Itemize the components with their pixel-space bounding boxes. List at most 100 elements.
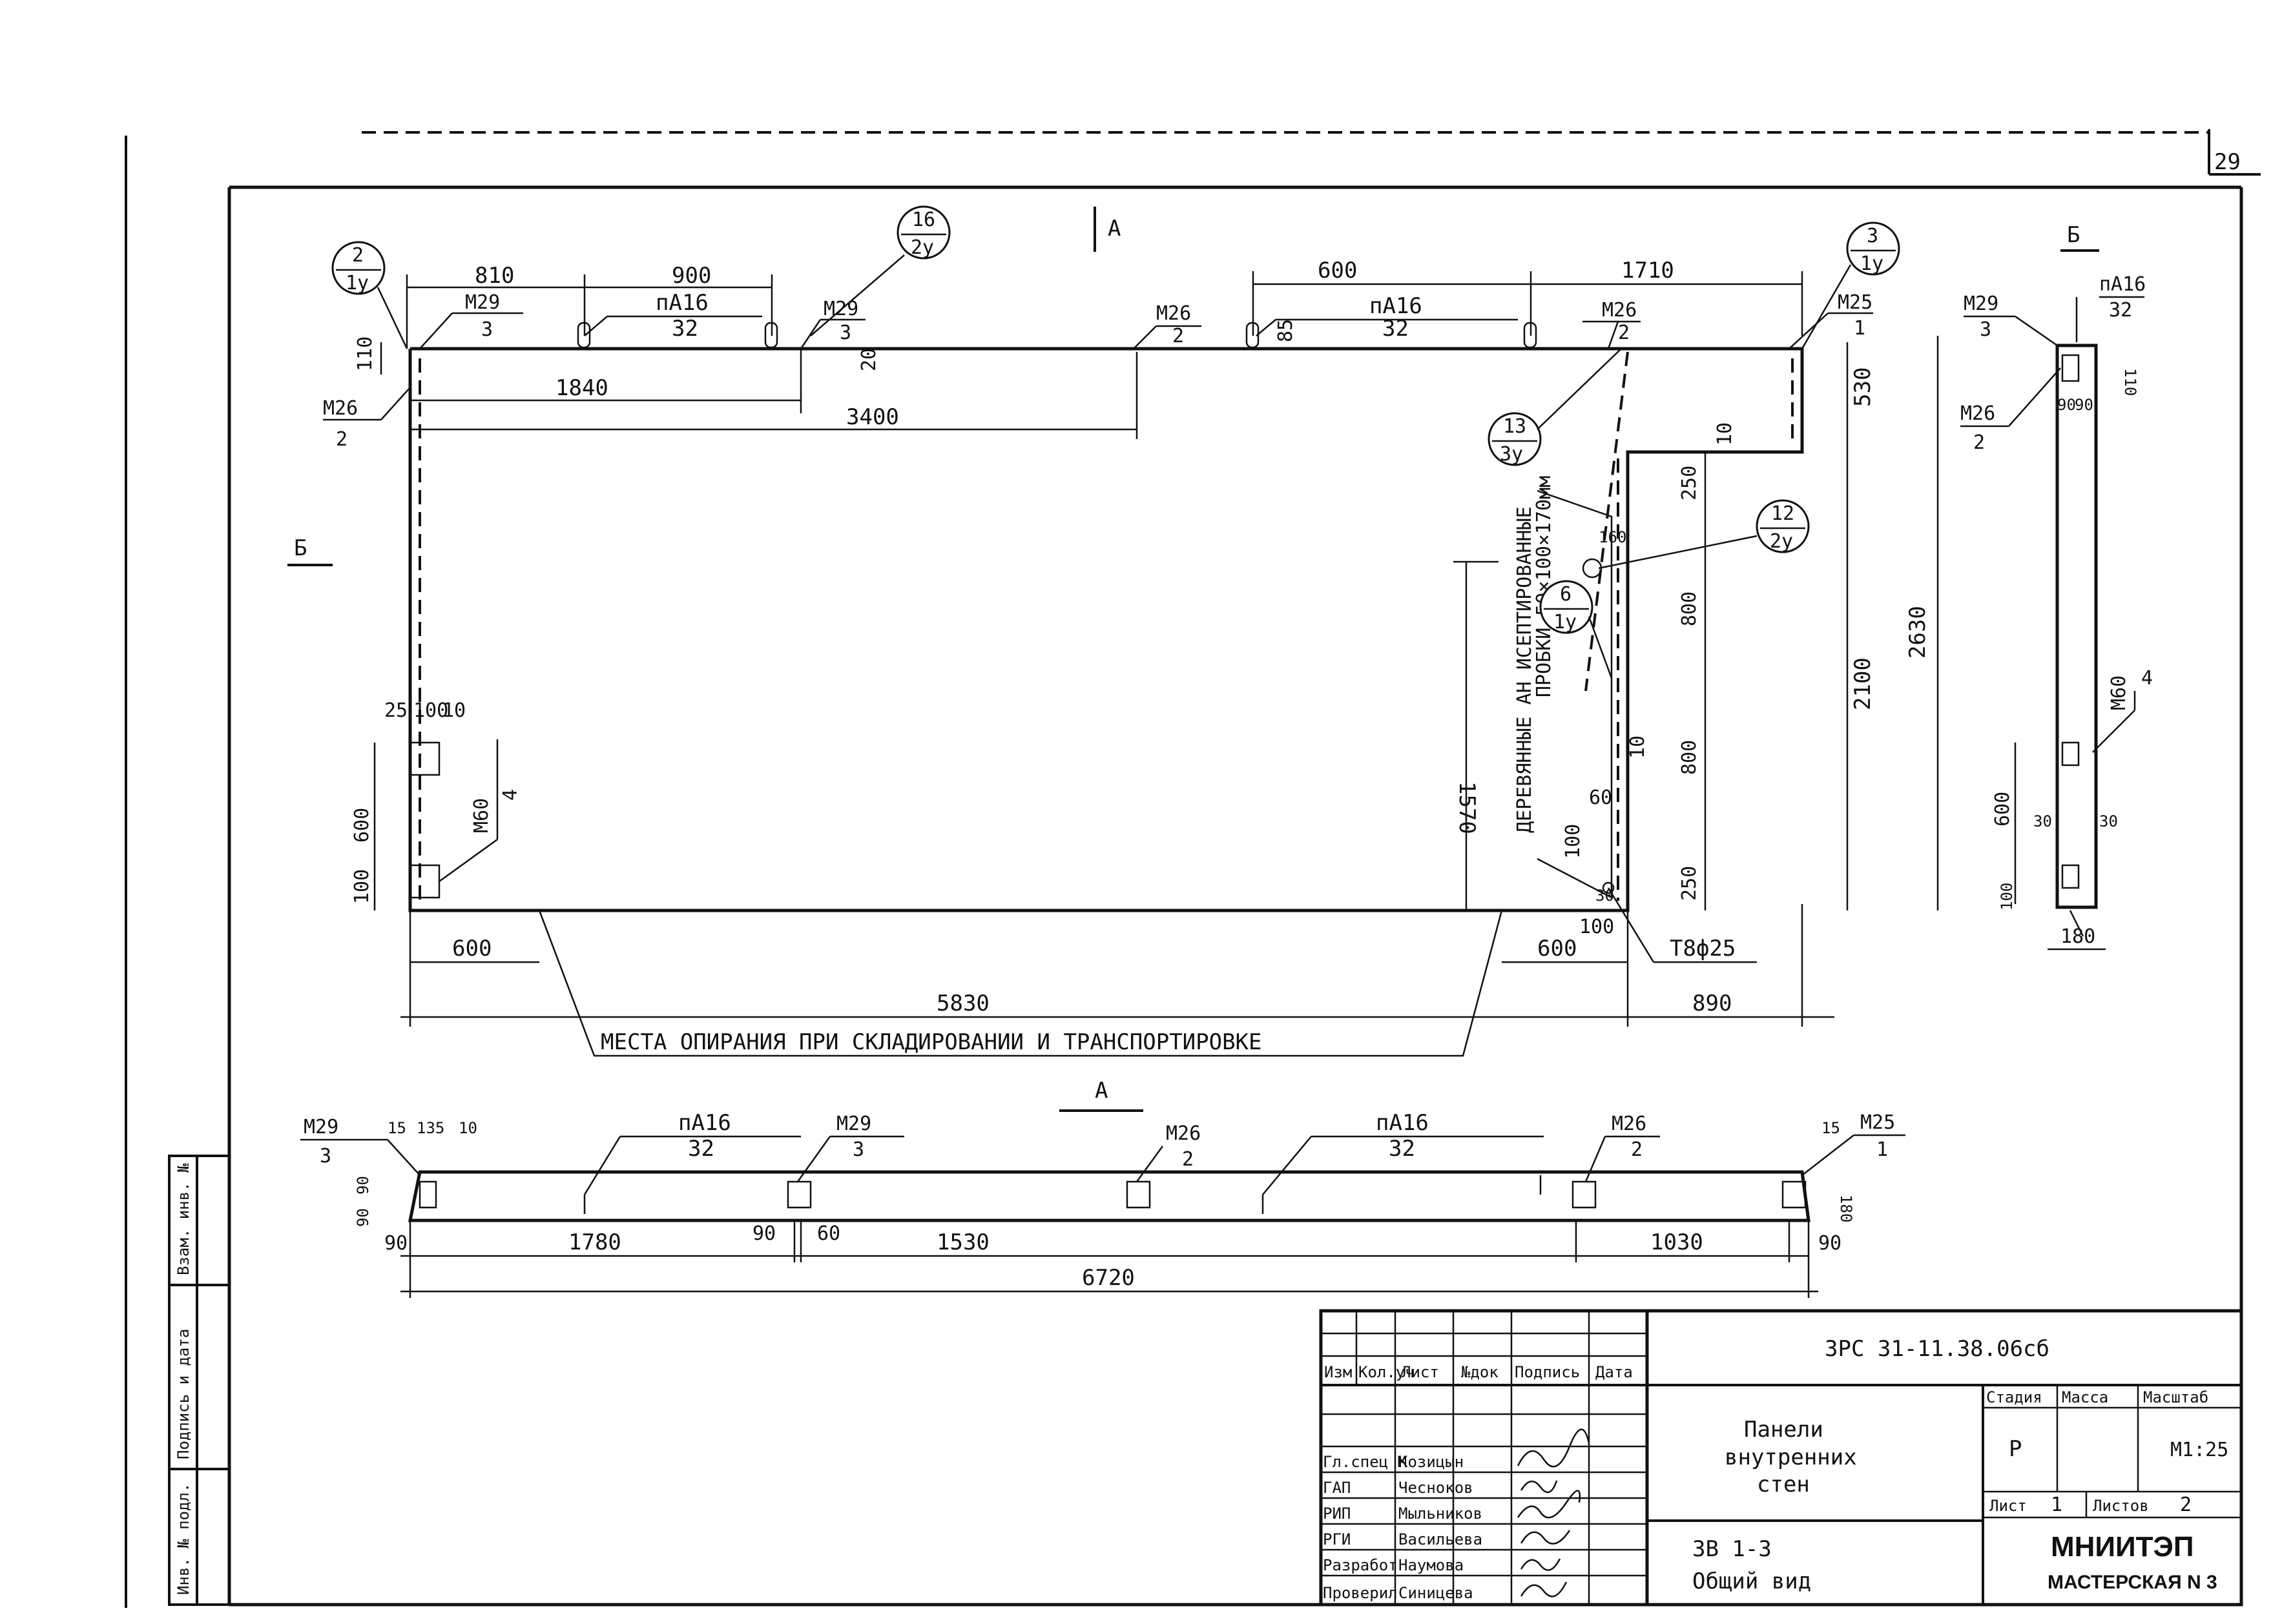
dim-3400: 3400 — [846, 404, 899, 430]
dim-60: 60 — [1589, 786, 1612, 809]
svg-text:1: 1 — [1854, 317, 1865, 340]
svg-text:3: 3 — [320, 1145, 331, 1167]
support-note: МЕСТА ОПИРАНИЯ ПРИ СКЛАДИРОВАНИИ И ТРАНС… — [601, 1029, 1262, 1055]
subtitle-2: Общий вид — [1692, 1568, 1811, 1594]
title-line-1: Панели — [1744, 1417, 1823, 1443]
svg-text:М25: М25 — [1838, 291, 1872, 314]
svg-text:№док: №док — [1461, 1363, 1499, 1381]
svg-text:Изм: Изм — [1324, 1363, 1352, 1381]
mark-m26-center: М26 2 — [1133, 302, 1201, 349]
mark-m26-right: М26 2 — [1582, 299, 1641, 349]
mark-m25: М25 1 — [1789, 291, 1873, 349]
svg-text:3: 3 — [1980, 318, 1991, 341]
plan-pa16-left: пА16 — [678, 1110, 731, 1136]
plan-dim-60: 60 — [817, 1222, 840, 1245]
svg-text:1у: 1у — [1553, 611, 1577, 633]
svg-text:1: 1 — [2051, 1494, 2062, 1516]
svg-text:Подпись и дата: Подпись и дата — [174, 1329, 192, 1459]
mark-m60-text: М60 — [470, 798, 493, 833]
svg-text:Листов: Листов — [2093, 1497, 2149, 1515]
dim-250-top: 250 — [1678, 466, 1701, 500]
side-dim-110: 110 — [2121, 368, 2139, 396]
svg-text:2: 2 — [1618, 322, 1630, 344]
svg-text:1у: 1у — [346, 272, 369, 294]
svg-text:180: 180 — [1837, 1195, 1855, 1222]
stage-value: Р — [2009, 1436, 2022, 1462]
mark-pa16-right: пА16 32 — [1245, 293, 1537, 349]
dim-5830: 5830 — [937, 991, 990, 1016]
workshop-name: МАСТЕРСКАЯ N 3 — [2048, 1572, 2217, 1593]
svg-text:Гл.спец М: Гл.спец М — [1323, 1453, 1407, 1471]
side-m26: М26 — [1960, 402, 1995, 425]
side-dim-90a: 90 — [2057, 396, 2076, 414]
svg-text:2: 2 — [1973, 431, 1985, 454]
dim-85: 85 — [1274, 319, 1297, 342]
dim-110: 110 — [354, 336, 377, 371]
svg-text:3: 3 — [840, 322, 851, 344]
title-block: Изм Кол.уч Лист №док Подпись Дата Гл.спе… — [1319, 1309, 2243, 1607]
svg-text:2у: 2у — [911, 236, 934, 259]
svg-text:12: 12 — [1771, 502, 1794, 525]
plan-m26-center: М26 — [1166, 1122, 1201, 1145]
plan-dim-1780: 1780 — [568, 1229, 621, 1255]
side-dim-180: 180 — [2060, 925, 2095, 948]
svg-text:2: 2 — [1182, 1148, 1194, 1171]
svg-text:6: 6 — [1560, 583, 1571, 606]
svg-text:3у: 3у — [1500, 443, 1523, 466]
mark-m60-count: 4 — [499, 789, 522, 801]
svg-text:90: 90 — [354, 1176, 372, 1195]
svg-text:2: 2 — [1172, 325, 1184, 347]
side-dim-30a: 30 — [2033, 812, 2052, 830]
dim-160: 160 — [1599, 528, 1626, 546]
dim-900: 900 — [672, 263, 711, 289]
svg-text:М26: М26 — [1156, 302, 1191, 325]
svg-text:М26: М26 — [1602, 299, 1637, 322]
mark-m26-left: М26 2 — [323, 387, 411, 451]
dim-600-bottom-right: 600 — [1537, 936, 1577, 961]
dim-800-bottom: 800 — [1678, 740, 1701, 775]
side-view-b: Б М29 3 пА16 32 М26 2 110 90 90 М60 4 60… — [1960, 222, 2153, 951]
svg-text:РГИ: РГИ — [1323, 1530, 1351, 1548]
callout-3-1y: 31у — [1801, 221, 1900, 349]
plan-m29-center: М29 — [836, 1113, 871, 1135]
panel-elevation: А Б 810 900 600 1710 1840 3400 110 20 85 — [287, 207, 1939, 1057]
svg-text:Лист: Лист — [1402, 1363, 1439, 1381]
dim-10-mid: 10 — [1626, 735, 1649, 759]
dim-1840: 1840 — [555, 375, 608, 401]
side-m29: М29 — [1964, 293, 1998, 315]
svg-text:15: 15 — [1821, 1119, 1840, 1137]
svg-text:М29: М29 — [465, 291, 500, 314]
svg-text:Лист: Лист — [1989, 1497, 2027, 1515]
section-b-left-label: Б — [294, 535, 307, 561]
svg-text:Масса: Масса — [2062, 1388, 2108, 1406]
side-dim-90b: 90 — [2075, 396, 2093, 414]
svg-text:90: 90 — [354, 1208, 372, 1227]
dim-600-top: 600 — [1318, 258, 1357, 283]
dim-2100: 2100 — [1850, 657, 1876, 710]
svg-text:Проверил: Проверил — [1323, 1584, 1398, 1602]
svg-text:Наумова: Наумова — [1398, 1556, 1464, 1574]
plan-dim-90-right: 90 — [1818, 1232, 1841, 1255]
svg-text:Подпись: Подпись — [1515, 1363, 1580, 1381]
dim-250-bottom: 250 — [1678, 866, 1701, 901]
mark-m29-left: М29 3 — [419, 291, 523, 349]
callout-6-1y: 61у — [1539, 580, 1613, 679]
svg-text:32: 32 — [1389, 1136, 1415, 1162]
svg-text:1: 1 — [1876, 1138, 1888, 1161]
mark-pa16-left: пА16 32 — [577, 290, 778, 349]
dim-1570: 1570 — [1454, 781, 1480, 834]
dim-1710: 1710 — [1621, 258, 1674, 283]
dim-10-right: 10 — [1714, 422, 1736, 446]
svg-text:2: 2 — [352, 244, 364, 267]
signatures — [1517, 1428, 1590, 1598]
svg-text:2: 2 — [336, 428, 347, 451]
side-dim-30b: 30 — [2099, 812, 2118, 830]
drawing-code: 3РС 31-11.38.06сб — [1825, 1336, 2049, 1362]
dim-100-left: 100 — [351, 869, 373, 904]
dim-600-left: 600 — [351, 808, 373, 843]
plan-m25: М25 — [1860, 1111, 1895, 1134]
